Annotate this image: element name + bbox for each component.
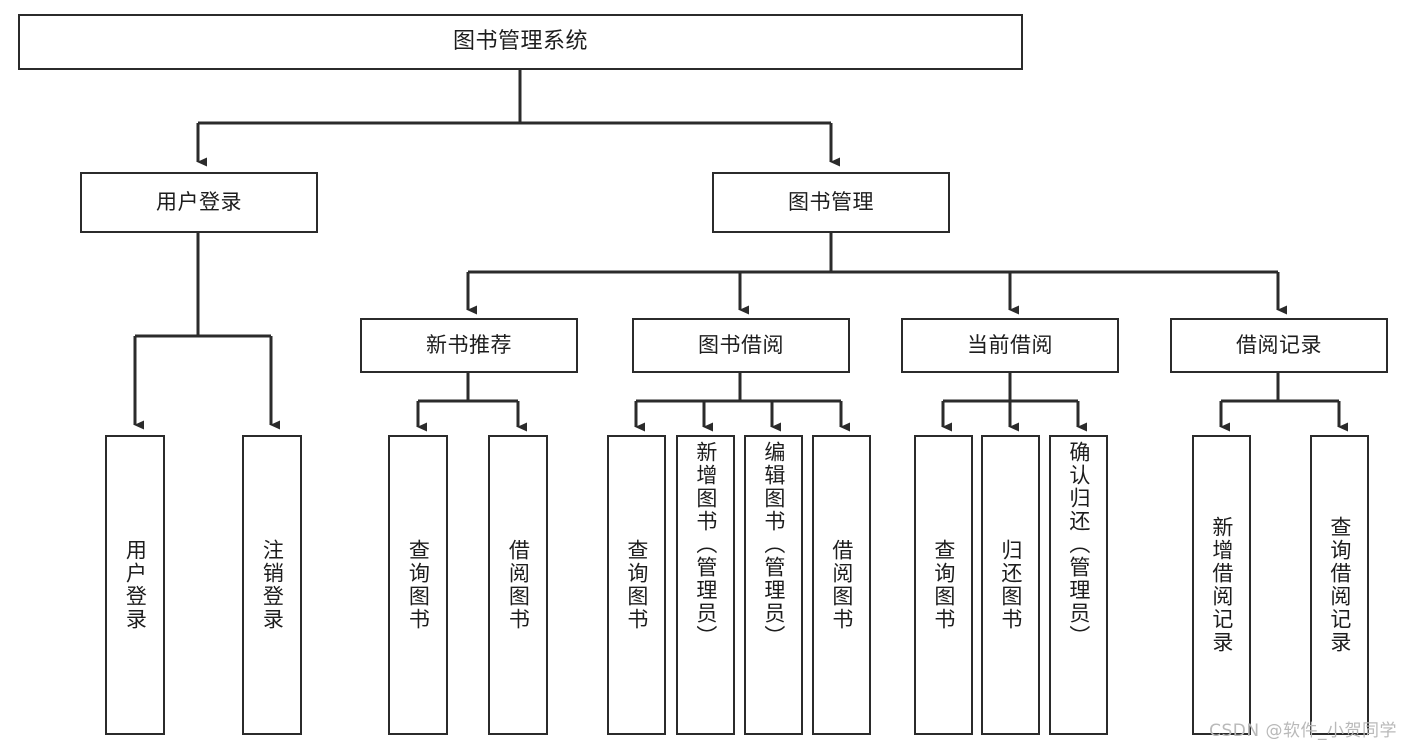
- node-label: 图书管理系统: [452, 28, 588, 54]
- node-label: 用户登录: [123, 539, 148, 631]
- node-leaf-return-book[interactable]: 归还图书: [981, 435, 1040, 735]
- node-leaf-logout[interactable]: 注销登录: [242, 435, 302, 735]
- node-label: 用户登录: [156, 189, 242, 214]
- node-label: 新书推荐: [426, 332, 512, 357]
- node-label: 借阅记录: [1236, 332, 1322, 357]
- node-label: 查询图书: [406, 539, 431, 631]
- node-label: 借阅图书: [829, 539, 854, 631]
- node-leaf-query-book-borrow[interactable]: 查询图书: [607, 435, 666, 735]
- node-leaf-add-book[interactable]: 新增图书（管理员）: [676, 435, 735, 735]
- node-label: 查询图书: [624, 539, 649, 631]
- node-label: 归还图书: [998, 539, 1023, 631]
- node-book-borrow[interactable]: 图书借阅: [632, 318, 850, 373]
- node-label: 新增借阅记录: [1209, 516, 1234, 654]
- node-leaf-add-borrow-record[interactable]: 新增借阅记录: [1192, 435, 1251, 735]
- node-book-management[interactable]: 图书管理: [712, 172, 950, 233]
- node-root-book-management-system[interactable]: 图书管理系统: [18, 14, 1023, 70]
- node-leaf-borrow-book[interactable]: 借阅图书: [812, 435, 871, 735]
- node-new-book-recommend[interactable]: 新书推荐: [360, 318, 578, 373]
- node-leaf-query-book-current[interactable]: 查询图书: [914, 435, 973, 735]
- node-leaf-borrow-book-recommend[interactable]: 借阅图书: [488, 435, 548, 735]
- csdn-watermark: CSDN @软件_小贺同学: [1209, 721, 1397, 741]
- node-user-login[interactable]: 用户登录: [80, 172, 318, 233]
- node-label: 借阅图书: [506, 539, 531, 631]
- node-leaf-edit-book[interactable]: 编辑图书（管理员）: [744, 435, 803, 735]
- node-label: 图书管理: [788, 189, 874, 214]
- node-label: 查询图书: [931, 539, 956, 631]
- node-label: 当前借阅: [967, 332, 1053, 357]
- node-label: 查询借阅记录: [1327, 516, 1352, 654]
- node-leaf-confirm-return[interactable]: 确认归还（管理员）: [1049, 435, 1108, 735]
- node-label: 图书借阅: [698, 332, 784, 357]
- node-borrow-record[interactable]: 借阅记录: [1170, 318, 1388, 373]
- node-leaf-user-login[interactable]: 用户登录: [105, 435, 165, 735]
- node-label: 确认归还（管理员）: [1066, 441, 1091, 648]
- node-label: 新增图书（管理员）: [693, 441, 718, 648]
- node-current-borrow[interactable]: 当前借阅: [901, 318, 1119, 373]
- node-leaf-query-borrow-record[interactable]: 查询借阅记录: [1310, 435, 1369, 735]
- node-label: 注销登录: [260, 539, 285, 631]
- node-label: 编辑图书（管理员）: [761, 441, 786, 648]
- node-leaf-query-book-recommend[interactable]: 查询图书: [388, 435, 448, 735]
